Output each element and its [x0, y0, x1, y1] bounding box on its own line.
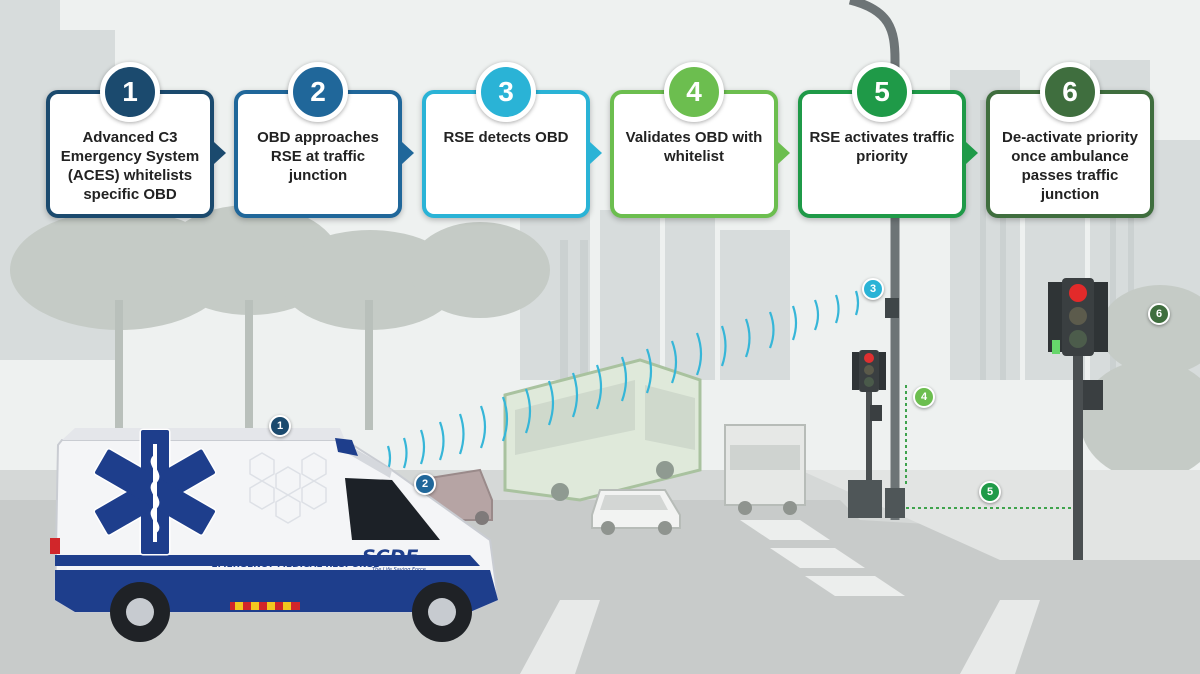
step-number-2: 2	[288, 62, 348, 122]
step-number-4: 4	[664, 62, 724, 122]
arrow-4-icon	[778, 142, 790, 164]
ambulance-tagline: The Life Saving Force	[372, 567, 426, 573]
step-number-6: 6	[1040, 62, 1100, 122]
trees	[10, 205, 1200, 480]
step-card-2: 2 OBD approaches RSE at traffic junction	[234, 62, 402, 218]
signal-waves	[386, 290, 860, 471]
truck	[724, 424, 806, 515]
process-steps: 1 Advanced C3 Emergency System (ACES) wh…	[0, 0, 1200, 240]
arrow-5-icon	[966, 142, 978, 164]
scene-marker-5: 5	[979, 481, 1001, 503]
step-card-1: 1 Advanced C3 Emergency System (ACES) wh…	[46, 62, 214, 218]
scene-marker-1: 1	[269, 415, 291, 437]
car	[591, 489, 681, 535]
rse-pole	[848, 0, 905, 520]
crosswalk	[740, 520, 905, 596]
scene-marker-6: 6	[1148, 303, 1170, 325]
traffic-light-large	[1048, 278, 1108, 560]
step-label-2: OBD approaches RSE at traffic junction	[257, 129, 379, 184]
step-label-6: De-activate priority once ambulance pass…	[1002, 129, 1138, 203]
step-label-5: RSE activates traffic priority	[809, 129, 955, 165]
step-label-1: Advanced C3 Emergency System (ACES) whit…	[60, 129, 200, 203]
arrow-3-icon	[590, 142, 602, 164]
traffic-light-small	[852, 350, 886, 480]
scene-marker-4: 4	[913, 386, 935, 408]
star-of-life-icon	[93, 428, 217, 556]
arrow-1-icon	[214, 142, 226, 164]
ambulance-brand: SCDF	[362, 546, 418, 568]
step-number-5: 5	[852, 62, 912, 122]
step-card-6: 6 De-activate priority once ambulance pa…	[986, 62, 1154, 218]
scene-marker-2: 2	[414, 473, 436, 495]
ambulance-service: EMERGENCY MEDICAL RESPONSE	[212, 560, 381, 570]
step-label-3: RSE detects OBD	[443, 129, 569, 146]
arrow-2-icon	[402, 142, 414, 164]
step-number-1: 1	[100, 62, 160, 122]
step-card-3: 3 RSE detects OBD	[422, 62, 590, 218]
step-number-3: 3	[476, 62, 536, 122]
scene-marker-3: 3	[862, 278, 884, 300]
bus	[503, 358, 702, 502]
step-card-4: 4 Validates OBD with whitelist	[610, 62, 778, 218]
step-card-5: 5 RSE activates traffic priority	[798, 62, 966, 218]
link-lines	[905, 385, 1073, 509]
ambulance	[50, 428, 500, 642]
step-label-4: Validates OBD with whitelist	[625, 129, 763, 165]
